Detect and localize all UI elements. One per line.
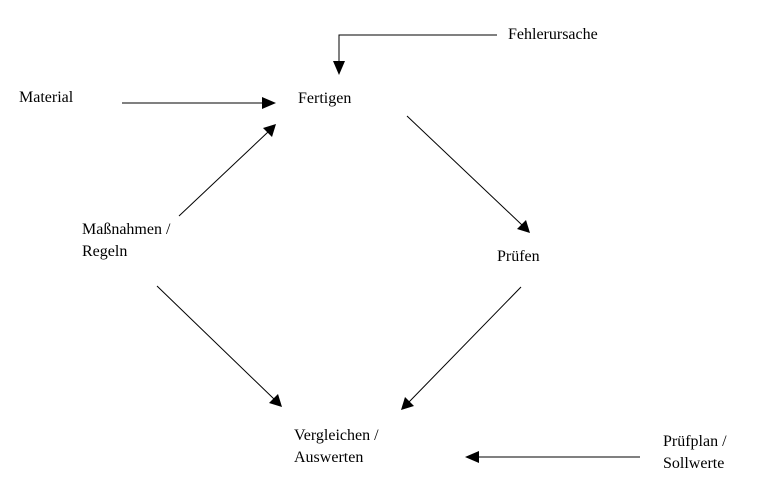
node-massnahmen-line2: Regeln (82, 243, 128, 260)
arrow-material-to-fertigen (122, 97, 276, 109)
arrow-massnahmen-to-fertigen (178, 124, 276, 217)
node-pruefplan-line2: Sollwerte (663, 455, 725, 472)
node-fehlerursache-label: Fehlerursache (508, 26, 598, 43)
node-pruefplan-line1: Prüfplan / (663, 433, 727, 450)
arrow-fertigen-to-pruefen (406, 115, 530, 233)
node-massnahmen-regeln: Maßnahmen / Regeln (82, 219, 170, 263)
node-vergleichen-line2: Auswerten (294, 449, 364, 466)
node-fertigen-label: Fertigen (298, 90, 352, 107)
node-massnahmen-line1: Maßnahmen / (82, 221, 171, 238)
node-material-label: Material (19, 89, 74, 106)
node-vergleichen-line1: Vergleichen / (294, 427, 379, 444)
node-pruefplan-sollwerte: Prüfplan / Sollwerte (663, 431, 727, 475)
node-fehlerursache: Fehlerursache (508, 24, 598, 46)
arrow-fehlerursache-to-fertigen (333, 34, 497, 75)
arrow-massnahmen-to-vergleichen (156, 285, 282, 407)
node-fertigen: Fertigen (298, 88, 351, 110)
node-material: Material (19, 87, 73, 109)
node-vergleichen-auswerten: Vergleichen / Auswerten (294, 425, 379, 469)
node-pruefen: Prüfen (497, 246, 540, 268)
arrow-pruefplan-to-vergleichen (465, 451, 640, 463)
arrow-pruefen-to-vergleichen (401, 286, 522, 410)
node-pruefen-label: Prüfen (497, 248, 540, 265)
